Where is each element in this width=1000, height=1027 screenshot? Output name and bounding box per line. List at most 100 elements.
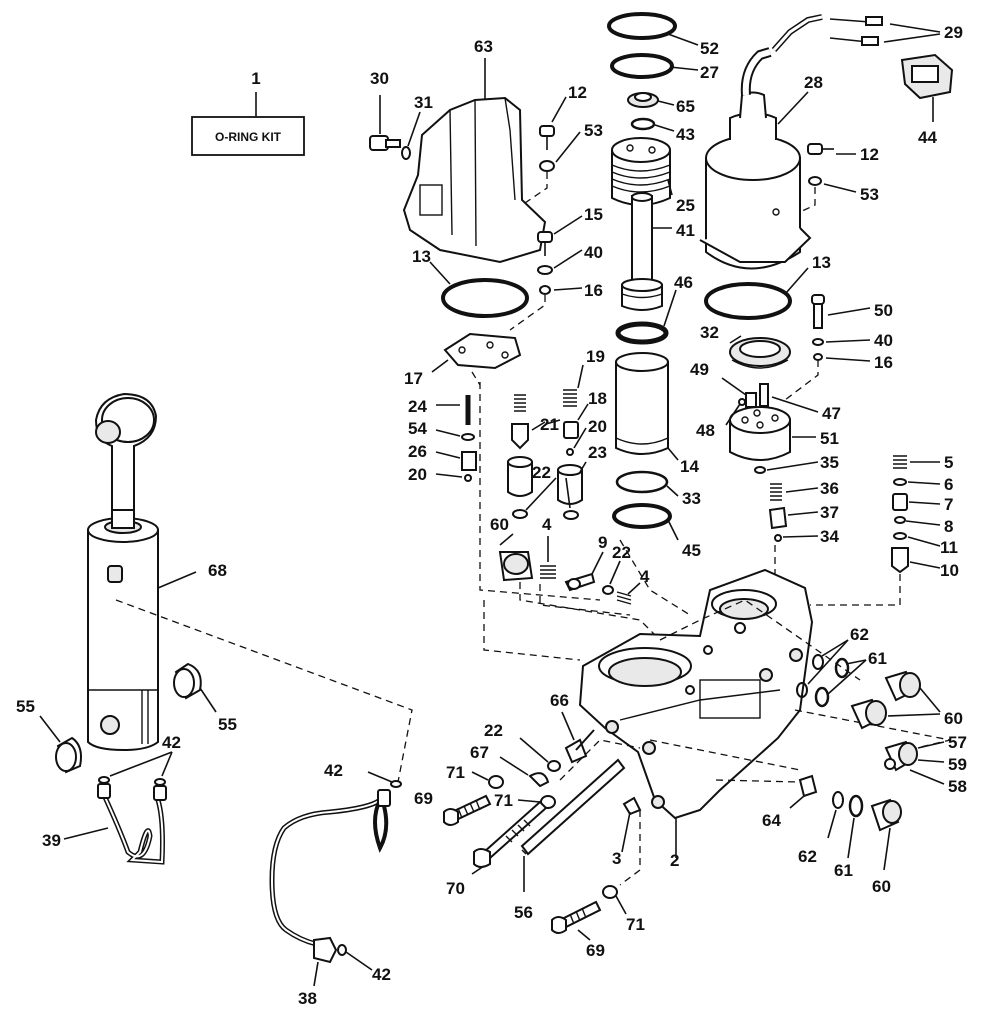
part-label-4a: 4: [542, 515, 552, 534]
tilt-cylinder-68: [87, 392, 197, 752]
o-ring-13-left: [441, 278, 529, 318]
plugs-right: [796, 639, 941, 730]
part-label-64: 64: [762, 811, 781, 830]
o-ring-52: [607, 12, 677, 40]
part-label-42c: 42: [372, 965, 391, 984]
part-label-71a: 71: [446, 763, 465, 782]
part-label-21: 21: [540, 415, 559, 434]
part-label-15: 15: [584, 205, 603, 224]
part-label-70: 70: [446, 879, 465, 898]
valve-parts-right: [810, 455, 941, 606]
part-label-63: 63: [474, 37, 493, 56]
part-label-19: 19: [586, 347, 605, 366]
screw-50: [784, 294, 871, 401]
part-label-60a: 60: [490, 515, 509, 534]
part-label-16b: 16: [874, 353, 893, 372]
parts-24-26: [435, 371, 481, 482]
part-label-46: 46: [674, 273, 693, 292]
part-labels: 2 3 4 4 5 6 7 8 9 10 11 12 12 13 13 14 1…: [16, 23, 967, 1008]
bushing-55-left: [39, 715, 82, 774]
motor-28: [699, 47, 812, 270]
part-label-20a: 20: [408, 465, 427, 484]
part-label-48: 48: [696, 421, 715, 440]
bushing-55-right: [173, 662, 217, 713]
part-label-11: 11: [940, 538, 958, 557]
part-label-69a: 69: [414, 789, 433, 808]
part-label-22b: 22: [612, 543, 631, 562]
cylinder-sleeve-14: [615, 352, 679, 461]
part-label-41: 41: [676, 221, 695, 240]
part-label-30: 30: [370, 69, 389, 88]
part-label-65: 65: [676, 97, 695, 116]
part-label-13a: 13: [412, 247, 431, 266]
part-label-34: 34: [820, 527, 839, 546]
hose-39: [63, 751, 173, 865]
part-label-4b: 4: [640, 567, 650, 586]
part-label-17: 17: [404, 369, 423, 388]
part-label-53a: 53: [584, 121, 603, 140]
part-label-3: 3: [612, 849, 621, 868]
part-label-55b: 55: [218, 715, 237, 734]
part-label-32: 32: [700, 323, 719, 342]
part-label-62a: 62: [850, 625, 869, 644]
motor-cover-63: [402, 58, 547, 264]
part-label-42b: 42: [324, 761, 343, 780]
part-label-10: 10: [940, 561, 959, 580]
main-body-2: [578, 568, 814, 858]
plate-17: [431, 332, 522, 373]
part-label-44: 44: [918, 128, 937, 147]
valve-body-51: [729, 406, 816, 461]
wires-29: [771, 14, 941, 52]
part-label-9: 9: [598, 533, 607, 552]
part-label-27: 27: [700, 63, 719, 82]
part-label-7: 7: [944, 495, 953, 514]
part-label-12b: 12: [860, 145, 879, 164]
part-label-26: 26: [408, 442, 427, 461]
part-label-16a: 16: [584, 281, 603, 300]
check-valve-21-right: [525, 364, 589, 520]
o-ring-43: [630, 117, 656, 131]
part-label-61b: 61: [834, 861, 853, 880]
part-label-14: 14: [680, 457, 699, 476]
part-label-58: 58: [948, 777, 967, 796]
part-label-33: 33: [682, 489, 701, 508]
part-label-53b: 53: [860, 185, 879, 204]
part-label-18: 18: [588, 389, 607, 408]
check-valve-21-left: [507, 394, 546, 519]
connector-44: [900, 53, 954, 122]
seal-65: [627, 92, 675, 108]
part-label-69b: 69: [586, 941, 605, 960]
part-label-49: 49: [690, 360, 709, 379]
part-label-45: 45: [682, 541, 701, 560]
part-label-43: 43: [676, 125, 695, 144]
plug-57-59-58: [884, 740, 945, 785]
part-label-2: 2: [670, 851, 679, 870]
part-label-71b: 71: [494, 791, 513, 810]
part-label-50: 50: [874, 301, 893, 320]
part-label-56: 56: [514, 903, 533, 922]
part-label-52: 52: [700, 39, 719, 58]
part-label-59: 59: [948, 755, 967, 774]
part-label-13b: 13: [812, 253, 831, 272]
part-label-28: 28: [804, 73, 823, 92]
part-label-23: 23: [588, 443, 607, 462]
piston-rod-41: [621, 192, 672, 311]
part-label-25: 25: [676, 196, 695, 215]
part-label-20b: 20: [588, 417, 607, 436]
part-label-54: 54: [408, 419, 427, 438]
part-label-39: 39: [42, 831, 61, 850]
part-label-35: 35: [820, 453, 839, 472]
part-label-57: 57: [948, 733, 967, 752]
part-label-6: 6: [944, 475, 953, 494]
screw-set-left: [509, 96, 583, 331]
part-label-5: 5: [944, 453, 953, 472]
part-label-31: 31: [414, 93, 433, 112]
o-ring-45: [612, 503, 672, 529]
hose-38: [269, 771, 402, 987]
part-label-47: 47: [822, 404, 841, 423]
part-label-67: 67: [470, 743, 489, 762]
part-label-60b: 60: [944, 709, 963, 728]
part-label-8: 8: [944, 517, 953, 536]
part-label-55a: 55: [16, 697, 35, 716]
